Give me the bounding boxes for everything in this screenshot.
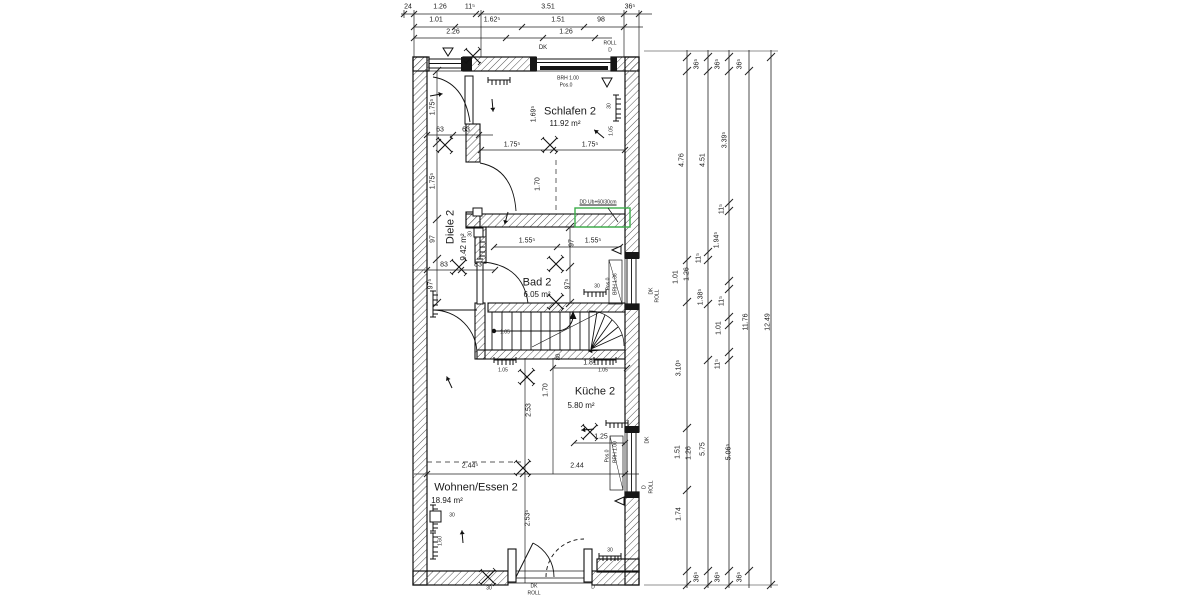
- radiator-icon: [429, 290, 439, 318]
- inner-face-outline: [426, 70, 626, 572]
- beam-marker: [574, 207, 631, 228]
- ceiling-light-icon: [435, 135, 454, 155]
- dimension-lines-interior: [414, 66, 639, 583]
- fixture-icon: [472, 207, 483, 217]
- diele-door: [479, 162, 517, 212]
- ceiling-light-icon: [449, 257, 468, 277]
- radiator-icon: [487, 76, 511, 86]
- fixture-icons: [429, 207, 484, 523]
- marker-icons: [442, 47, 625, 506]
- fixture-icon: [429, 510, 442, 523]
- north-marker-icon: [601, 77, 613, 89]
- bad-door: [476, 261, 529, 305]
- ceiling-light-icon: [540, 135, 559, 155]
- flag-marker-icon: [614, 496, 625, 506]
- window-top-left: [429, 58, 463, 69]
- switch-arrow-icon: [455, 529, 470, 544]
- level-marker-icon: [442, 47, 454, 57]
- entry-door: [432, 75, 474, 125]
- switch-arrow-icon: [443, 375, 456, 389]
- radiator-icon: [583, 288, 607, 298]
- ceiling-light-icon: [546, 254, 565, 274]
- window-schlafen: [530, 57, 617, 71]
- ceiling-light-icon: [517, 367, 536, 387]
- fixture-icon: [473, 227, 484, 238]
- dimension-lines-top: [400, 10, 652, 57]
- switch-arrow-icon: [485, 98, 500, 113]
- terrace-double-door: [507, 538, 593, 584]
- outer-walls: [412, 56, 640, 586]
- dimension-lines-right: [644, 50, 778, 590]
- switch-arrow-icon: [429, 88, 444, 102]
- switch-arrow-icon: [593, 128, 605, 140]
- ceiling-light-icon: [580, 422, 599, 442]
- radiator-icon: [612, 94, 622, 122]
- stair-door: [432, 309, 478, 355]
- radiator-icon: [429, 532, 439, 560]
- window-bad: [608, 252, 639, 310]
- stairs: [491, 310, 625, 350]
- window-kueche: [609, 426, 639, 498]
- switch-arrow-icons: [429, 88, 605, 544]
